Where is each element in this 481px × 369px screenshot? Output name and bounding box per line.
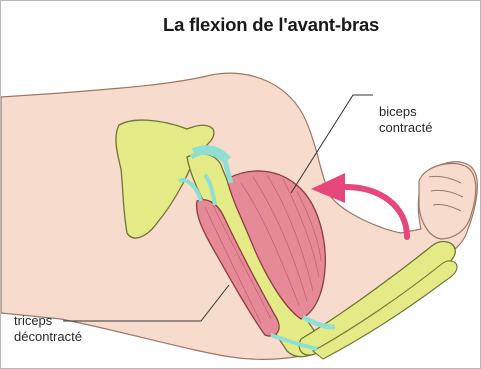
triceps-label: triceps décontracté xyxy=(14,313,82,345)
biceps-label: biceps contracté xyxy=(379,104,432,136)
biceps-label-line1: biceps xyxy=(379,104,432,120)
triceps-label-line2: décontracté xyxy=(14,329,82,345)
triceps-label-line1: triceps xyxy=(14,313,82,329)
figure-title: La flexion de l'avant-bras xyxy=(163,14,379,36)
biceps-label-line2: contracté xyxy=(379,120,432,136)
